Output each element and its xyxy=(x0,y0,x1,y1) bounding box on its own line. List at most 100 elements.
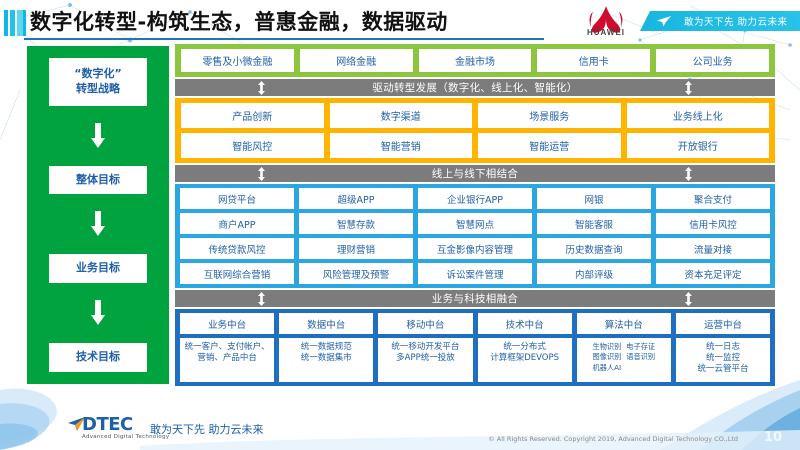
online-offline-item-0-3[interactable]: 网银 xyxy=(537,188,651,209)
online-offline-item-0-2[interactable]: 企业银行APP xyxy=(418,188,532,209)
strategy-column: “数字化” 转型战略 整体目标 业务目标 技术目标 xyxy=(27,46,169,384)
platform-detail-5: 统一日志统一监控统一云管平台 xyxy=(675,338,771,382)
online-offline-item-0-1[interactable]: 超级APP xyxy=(299,188,413,209)
transformation-item-1-1[interactable]: 智能营销 xyxy=(329,133,472,158)
divider-2-label: 线上与线下相结合 xyxy=(431,168,519,180)
platform-title-4[interactable]: 算法中台 xyxy=(576,313,671,334)
strategy-item-1[interactable]: 整体目标 xyxy=(49,165,147,195)
strategy-item-0-line2: 转型战略 xyxy=(76,81,120,95)
online-offline-band: 网贷平台 超级APP 企业银行APP 网银 聚合支付 商户APP 智慧存款 智慧… xyxy=(175,184,775,288)
transformation-band: 产品创新 数字渠道 场景服务 业务线上化 智能风控 智能营销 智能运营 开放银行 xyxy=(175,98,775,163)
dtec-logo-icon xyxy=(68,417,85,431)
dtec-wordmark: DTEC xyxy=(82,414,133,435)
transformation-item-1-2[interactable]: 智能运营 xyxy=(478,133,621,158)
platform-title-1[interactable]: 数据中台 xyxy=(279,313,374,334)
algorithm-item-1: 电子存证 xyxy=(626,342,656,351)
arrow-down-icon xyxy=(91,122,105,148)
online-offline-item-2-2[interactable]: 互金影像内容管理 xyxy=(418,238,532,259)
huawei-wordmark: HUAWEI xyxy=(587,28,625,37)
slide-header: 数字化转型-构筑生态，普惠金融，数据驱动 HUAWEI 敢为天下先 助力云未来 xyxy=(0,0,800,42)
divider-online-offline: 线上与线下相结合 xyxy=(175,165,775,182)
strategy-item-0[interactable]: “数字化” 转型战略 xyxy=(49,58,147,106)
platform-detail-0: 统一客户、支付帐户、营销、产品中台 xyxy=(180,338,275,382)
slide-footer: DTEC Advanced Digital Technology 敢为天下先 助… xyxy=(0,404,800,450)
online-offline-item-2-0[interactable]: 传统贷款风控 xyxy=(180,238,294,259)
title-underline xyxy=(24,38,544,40)
up-down-arrow-icon xyxy=(258,166,265,181)
online-offline-item-3-3[interactable]: 内部评级 xyxy=(537,263,651,284)
online-offline-item-1-0[interactable]: 商户APP xyxy=(180,213,294,234)
online-offline-row-1: 商户APP 智慧存款 智慧网点 智能客服 信用卡风控 xyxy=(180,213,770,234)
platform-title-row: 业务中台 数据中台 移动中台 技术中台 算法中台 运营中台 xyxy=(180,313,771,334)
platform-detail-3-text: 统一分布式计算框架DEVOPS xyxy=(490,342,559,364)
platform-detail-0-text: 统一客户、支付帐户、营销、产品中台 xyxy=(184,342,270,364)
platform-title-5[interactable]: 运营中台 xyxy=(675,313,771,334)
transformation-item-1-0[interactable]: 智能风控 xyxy=(181,133,324,158)
online-offline-item-1-1[interactable]: 智慧存款 xyxy=(299,213,413,234)
platform-detail-1-text: 统一数据规范统一数据集市 xyxy=(300,342,352,364)
content-stack: 零售及小微金融 网络金融 金融市场 信用卡 公司业务 驱动转型发展（数字化、线上… xyxy=(175,44,775,386)
platform-detail-3: 统一分布式计算框架DEVOPS xyxy=(477,338,572,382)
online-offline-row-0: 网贷平台 超级APP 企业银行APP 网银 聚合支付 xyxy=(180,188,770,209)
business-line-3[interactable]: 信用卡 xyxy=(537,49,651,72)
up-down-arrow-icon xyxy=(258,291,265,306)
online-offline-item-1-2[interactable]: 智慧网点 xyxy=(418,213,532,234)
strategy-item-0-line1: “数字化” xyxy=(74,67,122,80)
algorithm-item-0: 生物识别 xyxy=(592,342,622,351)
header-slogan-banner: 敢为天下先 助力云未来 xyxy=(640,11,800,31)
page-title: 数字化转型-构筑生态，普惠金融，数据驱动 xyxy=(30,10,448,34)
online-offline-item-1-3[interactable]: 智能客服 xyxy=(537,213,651,234)
footer-slogan: 敢为天下先 助力云未来 xyxy=(150,423,264,436)
strategy-item-3[interactable]: 技术目标 xyxy=(49,343,147,372)
business-line-4[interactable]: 公司业务 xyxy=(656,49,769,72)
divider-business-tech-fusion: 业务与科技相融合 xyxy=(175,290,775,307)
algorithm-item-3: 语音识别 xyxy=(626,352,656,362)
platform-title-0[interactable]: 业务中台 xyxy=(180,313,275,334)
online-offline-row-3: 互联网综合营销 风险管理及预警 诉讼案件管理 内部评级 资本充足评定 xyxy=(180,263,770,284)
online-offline-item-2-3[interactable]: 历史数据查询 xyxy=(537,238,651,259)
page-number: 10 xyxy=(763,430,782,445)
business-line-0[interactable]: 零售及小微金融 xyxy=(181,49,294,72)
platform-title-2[interactable]: 移动中台 xyxy=(378,313,473,334)
up-down-arrow-icon xyxy=(685,291,692,306)
business-lines-band: 零售及小微金融 网络金融 金融市场 信用卡 公司业务 xyxy=(175,44,775,77)
online-offline-item-0-0[interactable]: 网贷平台 xyxy=(180,188,294,209)
business-line-2[interactable]: 金融市场 xyxy=(418,49,532,72)
online-offline-item-3-0[interactable]: 互联网综合营销 xyxy=(180,263,294,284)
platform-detail-4: 生物识别 电子存证 图像识别 语音识别 机器人AI xyxy=(576,338,671,382)
title-decoration-bars xyxy=(4,10,26,36)
algorithm-item-4: 机器人AI xyxy=(592,362,622,372)
transformation-item-0-2[interactable]: 场景服务 xyxy=(478,103,621,128)
transformation-item-0-3[interactable]: 业务线上化 xyxy=(626,103,769,128)
platform-detail-row: 统一客户、支付帐户、营销、产品中台 统一数据规范统一数据集市 统一移动开发平台多… xyxy=(180,338,771,382)
business-line-1[interactable]: 网络金融 xyxy=(299,49,413,72)
paper-plane-icon xyxy=(657,16,671,27)
platform-detail-1: 统一数据规范统一数据集市 xyxy=(279,338,374,382)
dtec-logo: DTEC Advanced Digital Technology xyxy=(82,414,169,440)
transformation-row-0: 产品创新 数字渠道 场景服务 业务线上化 xyxy=(181,103,769,128)
strategy-item-2[interactable]: 业务目标 xyxy=(49,254,147,284)
up-down-arrow-icon xyxy=(685,166,692,181)
platform-detail-5-text: 统一日志统一监控统一云管平台 xyxy=(697,342,749,375)
online-offline-item-3-2[interactable]: 诉讼案件管理 xyxy=(418,263,532,284)
online-offline-item-1-4[interactable]: 信用卡风控 xyxy=(656,213,770,234)
up-down-arrow-icon xyxy=(685,80,692,95)
online-offline-item-0-4[interactable]: 聚合支付 xyxy=(656,188,770,209)
online-offline-item-2-1[interactable]: 理财营销 xyxy=(299,238,413,259)
platform-detail-2-text: 统一移动开发平台多APP统一投放 xyxy=(391,342,460,364)
online-offline-item-2-4[interactable]: 流量对接 xyxy=(656,238,770,259)
online-offline-item-3-4[interactable]: 资本充足评定 xyxy=(656,263,770,284)
online-offline-item-3-1[interactable]: 风险管理及预警 xyxy=(299,263,413,284)
platform-title-3[interactable]: 技术中台 xyxy=(477,313,572,334)
divider-1-label: 驱动转型发展（数字化、线上化、智能化） xyxy=(372,82,578,94)
transformation-item-0-1[interactable]: 数字渠道 xyxy=(329,103,472,128)
transformation-row-1: 智能风控 智能营销 智能运营 开放银行 xyxy=(181,133,769,158)
algorithm-items-grid: 生物识别 电子存证 图像识别 语音识别 机器人AI xyxy=(593,342,656,373)
transformation-item-0-0[interactable]: 产品创新 xyxy=(181,103,324,128)
header-slogan-text: 敢为天下先 助力云未来 xyxy=(684,17,788,28)
transformation-item-1-3[interactable]: 开放银行 xyxy=(626,133,769,158)
up-down-arrow-icon xyxy=(258,80,265,95)
platform-band: 业务中台 数据中台 移动中台 技术中台 算法中台 运营中台 统一客户、支付帐户、… xyxy=(175,309,775,386)
divider-3-label: 业务与科技相融合 xyxy=(431,293,519,305)
arrow-down-icon xyxy=(91,211,105,237)
